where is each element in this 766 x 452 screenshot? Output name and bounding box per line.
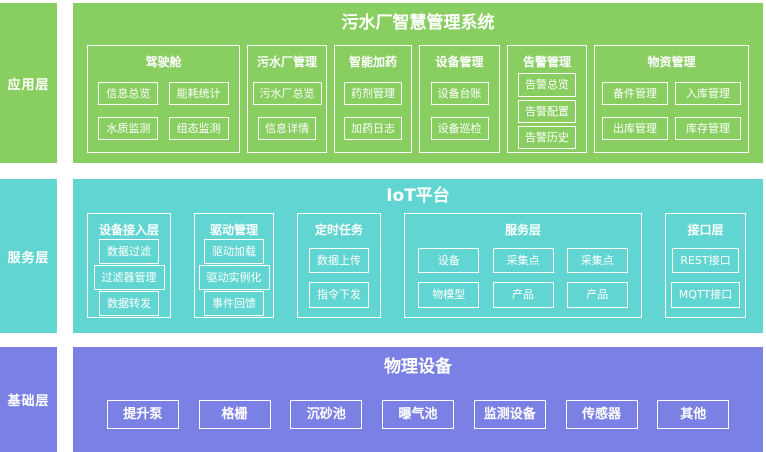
feature-box: 出库管理	[602, 117, 668, 141]
group-alarm-management-title: 告警管理	[522, 55, 571, 70]
group-interface-layer-items: REST接口 MQTT接口	[666, 238, 745, 317]
group-device-access: 设备接入层 数据过滤 过滤器管理 数据转发	[87, 213, 171, 318]
service-layer-panel: IoT平台 设备接入层 数据过滤 过滤器管理 数据转发 驱动管理 驱动加载 驱动…	[73, 179, 763, 333]
feature-box: 过滤器管理	[93, 265, 165, 291]
feature-box: 物模型	[418, 282, 480, 308]
feature-box: 告警配置	[518, 99, 576, 123]
group-material-management-title: 物资管理	[647, 55, 696, 70]
group-equipment-management-items: 设备台账 设备巡检	[420, 70, 499, 152]
device-box: 传感器	[565, 400, 638, 430]
feature-box: 采集点	[566, 247, 628, 273]
feature-box: 库存管理	[675, 117, 741, 141]
layer-label-application: 应用层	[0, 3, 57, 163]
feature-box: 信息总览	[98, 82, 159, 106]
feature-box: 数据上传	[309, 247, 369, 273]
group-plant-management-title: 污水厂管理	[256, 55, 317, 70]
layer-label-foundation: 基础层	[0, 347, 57, 452]
feature-box: REST接口	[672, 247, 739, 273]
group-device-access-title: 设备接入层	[98, 223, 159, 238]
group-scheduled-tasks-items: 数据上传 指令下发	[298, 238, 380, 317]
feature-box: 采集点	[492, 247, 554, 273]
device-box: 曝气池	[382, 400, 454, 430]
feature-box: 告警总览	[518, 73, 576, 97]
feature-box: 药剂管理	[344, 82, 402, 106]
devices-row: 提升泵 格栅 沉砂池 曝气池 监测设备 传感器 其他	[73, 377, 763, 452]
group-scheduled-tasks-title: 定时任务	[314, 223, 363, 238]
layer-label-service: 服务层	[0, 179, 57, 333]
group-service-sublayer-title: 服务层	[504, 223, 541, 238]
service-groups-row: 设备接入层 数据过滤 过滤器管理 数据转发 驱动管理 驱动加载 驱动实例化 事件…	[87, 213, 746, 318]
feature-box: 设备台账	[430, 82, 489, 106]
group-interface-layer-title: 接口层	[687, 223, 724, 238]
layer-label-application-text: 应用层	[7, 77, 50, 93]
application-panel-title: 污水厂智慧管理系统	[341, 13, 495, 33]
device-box: 沉砂池	[290, 400, 363, 430]
feature-box: 驱动实例化	[198, 265, 270, 291]
group-service-sublayer-items: 设备 采集点 采集点 物模型 产品 产品	[405, 238, 641, 317]
group-smart-dosing-title: 智能加药	[348, 55, 397, 70]
feature-box: MQTT接口	[670, 282, 741, 308]
feature-box: 加药日志	[344, 117, 402, 141]
iot-platform-title: IoT平台	[386, 186, 450, 206]
feature-box: 设备巡检	[430, 117, 489, 141]
feature-box: 入库管理	[675, 82, 741, 106]
group-cockpit: 驾驶舱 信息总览 能耗统计 水质监测 组态监测	[87, 45, 240, 153]
group-equipment-management-title: 设备管理	[435, 55, 484, 70]
group-service-sublayer: 服务层 设备 采集点 采集点 物模型 产品 产品	[404, 213, 642, 318]
group-smart-dosing: 智能加药 药剂管理 加药日志	[334, 45, 412, 153]
group-scheduled-tasks: 定时任务 数据上传 指令下发	[297, 213, 381, 318]
group-driver-management-title: 驱动管理	[209, 223, 258, 238]
feature-box: 产品	[492, 282, 554, 308]
layer-label-foundation-text: 基础层	[7, 394, 50, 409]
feature-box: 能耗统计	[168, 82, 229, 106]
feature-box: 驱动加载	[204, 239, 264, 265]
feature-box: 设备	[418, 247, 480, 273]
feature-box: 数据过滤	[99, 239, 159, 265]
device-box: 格栅	[198, 400, 271, 430]
group-plant-management-items: 污水厂总览 信息详情	[248, 70, 326, 152]
group-smart-dosing-items: 药剂管理 加药日志	[335, 70, 411, 152]
feature-box: 产品	[566, 282, 628, 308]
device-box: 监测设备	[473, 400, 546, 430]
group-material-management-items: 备件管理 入库管理 出库管理 库存管理	[595, 70, 748, 152]
group-alarm-management-items: 告警总览 告警配置 告警历史	[508, 70, 586, 152]
application-groups-row: 驾驶舱 信息总览 能耗统计 水质监测 组态监测 污水厂管理 污水厂总览 信息详情…	[87, 45, 749, 153]
feature-box: 指令下发	[309, 282, 369, 308]
device-box: 其他	[657, 400, 730, 430]
device-box: 提升泵	[106, 400, 179, 430]
group-cockpit-title: 驾驶舱	[145, 55, 182, 70]
feature-box: 水质监测	[98, 117, 159, 141]
group-driver-management-items: 驱动加载 驱动实例化 事件回馈	[195, 238, 273, 317]
feature-box: 事件回馈	[204, 291, 264, 317]
feature-box: 备件管理	[602, 82, 668, 106]
feature-box: 数据转发	[99, 291, 159, 317]
group-material-management: 物资管理 备件管理 入库管理 出库管理 库存管理	[594, 45, 749, 153]
feature-box: 组态监测	[168, 117, 229, 141]
feature-box: 污水厂总览	[252, 82, 322, 106]
physical-devices-title: 物理设备	[384, 357, 452, 377]
layer-label-service-text: 服务层	[7, 250, 50, 266]
group-equipment-management: 设备管理 设备台账 设备巡检	[419, 45, 500, 153]
foundation-layer-panel: 物理设备 提升泵 格栅 沉砂池 曝气池 监测设备 传感器 其他	[73, 347, 763, 452]
group-cockpit-items: 信息总览 能耗统计 水质监测 组态监测	[88, 70, 239, 152]
group-device-access-items: 数据过滤 过滤器管理 数据转发	[88, 238, 170, 317]
group-interface-layer: 接口层 REST接口 MQTT接口	[665, 213, 746, 318]
group-plant-management: 污水厂管理 污水厂总览 信息详情	[247, 45, 327, 153]
application-layer-panel: 污水厂智慧管理系统 驾驶舱 信息总览 能耗统计 水质监测 组态监测 污水厂管理 …	[73, 3, 763, 163]
feature-box: 告警历史	[518, 125, 576, 149]
group-alarm-management: 告警管理 告警总览 告警配置 告警历史	[507, 45, 587, 153]
group-driver-management: 驱动管理 驱动加载 驱动实例化 事件回馈	[194, 213, 274, 318]
feature-box: 信息详情	[258, 117, 316, 141]
